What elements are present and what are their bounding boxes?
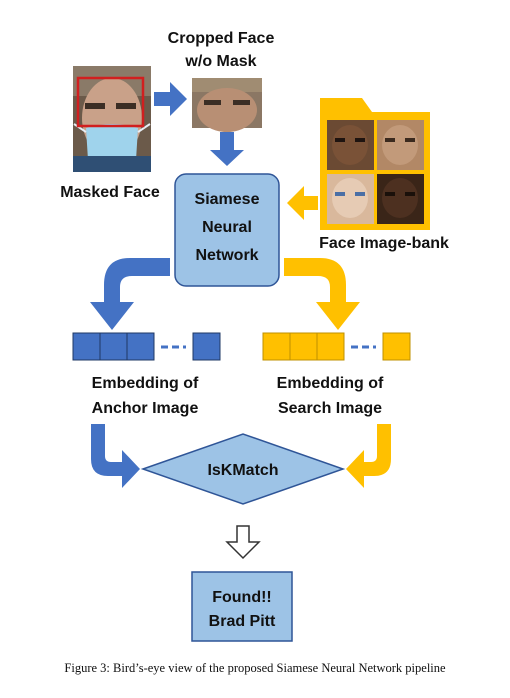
arrow-search-to-match bbox=[346, 424, 391, 488]
arrow-cropped-to-siamese bbox=[210, 132, 244, 166]
anchor-embedding-vector bbox=[72, 332, 221, 361]
search-embedding-label-line1: Embedding of bbox=[277, 375, 384, 392]
image-bank-label: Face Image-bank bbox=[319, 235, 449, 252]
anchor-embedding-label-line1: Embedding of bbox=[92, 375, 199, 392]
result-label-line1: Found!! bbox=[212, 589, 272, 606]
is-k-match-diamond bbox=[140, 433, 346, 505]
is-k-match-label: IsKMatch bbox=[207, 462, 278, 479]
arrow-bank-to-siamese bbox=[287, 186, 318, 220]
cropped-face-label-line2: w/o Mask bbox=[184, 53, 256, 70]
anchor-embedding-label-line2: Anchor Image bbox=[92, 400, 199, 417]
figure-caption: Figure 3: Bird’s-eye view of the propose… bbox=[64, 661, 446, 675]
arrow-match-to-result bbox=[225, 525, 261, 560]
masked-face-label: Masked Face bbox=[60, 184, 160, 201]
cropped-face-label-line1: Cropped Face bbox=[168, 30, 275, 47]
siamese-label-line1: Siamese bbox=[195, 191, 260, 208]
cropped-face-photo bbox=[192, 78, 262, 132]
arrow-anchor-to-match bbox=[91, 424, 140, 488]
face-image-bank-folder bbox=[320, 98, 430, 230]
arrow-siamese-to-anchor bbox=[90, 258, 170, 330]
siamese-label-line3: Network bbox=[195, 247, 258, 264]
result-box bbox=[191, 571, 293, 642]
siamese-network-box bbox=[174, 173, 280, 287]
search-embedding-vector bbox=[262, 332, 411, 361]
masked-face-photo bbox=[73, 66, 151, 172]
search-embedding-label-line2: Search Image bbox=[278, 400, 382, 417]
result-label-line2: Brad Pitt bbox=[209, 613, 276, 630]
arrow-siamese-to-search bbox=[284, 258, 360, 330]
arrow-masked-to-cropped bbox=[154, 82, 187, 116]
siamese-label-line2: Neural bbox=[202, 219, 252, 236]
